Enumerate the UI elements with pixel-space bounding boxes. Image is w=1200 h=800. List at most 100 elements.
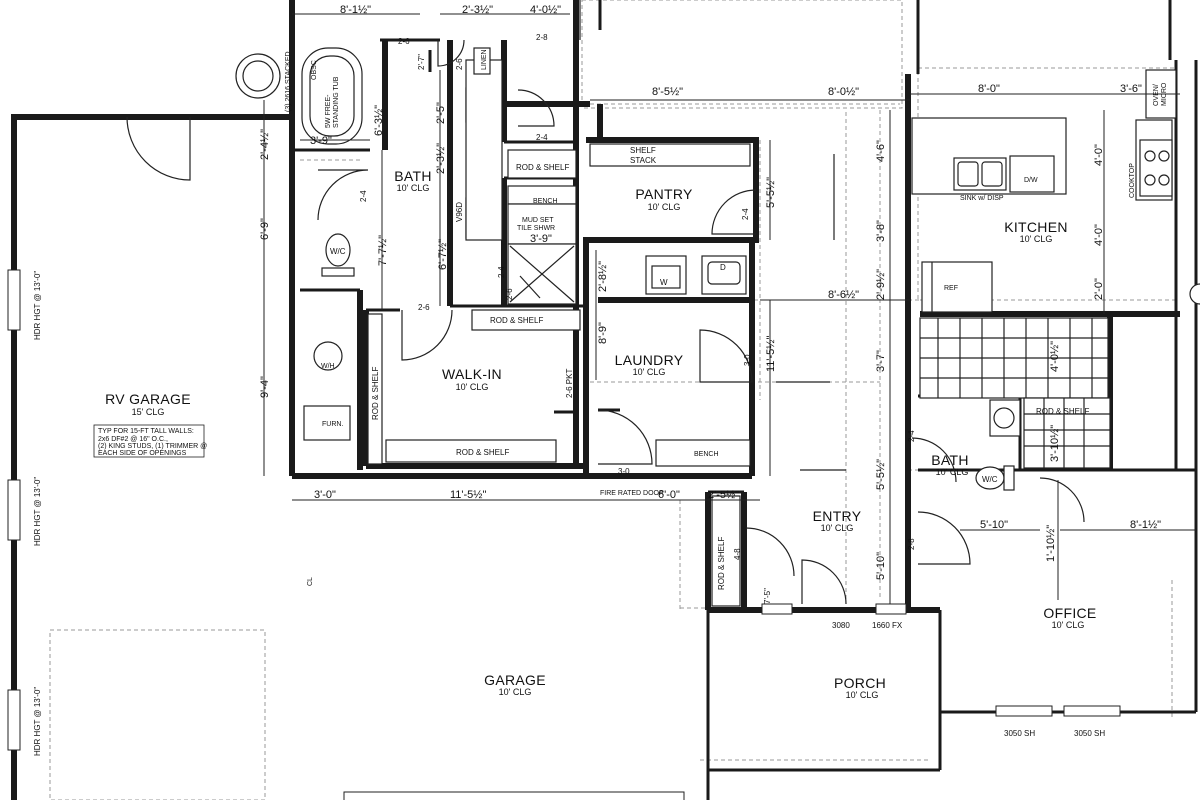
oven-label-1: OVEN/	[1153, 84, 1160, 106]
room-clg-rv-garage: 15' CLG	[132, 407, 165, 417]
dimension-label: 3'-0"	[314, 489, 336, 501]
rv-walls-note-3: (2) KING STUDS, (1) TRIMMER @	[98, 443, 207, 450]
dimension-label: 3'-10½"	[1049, 425, 1061, 462]
furn-label: FURN.	[322, 421, 343, 428]
rv-walls-note-2: 2x6 DF#2 @ 16" O.C.,	[98, 436, 168, 443]
dimension-label: 2'-7"	[417, 54, 426, 70]
dimension-label: 2'-5½"	[708, 489, 739, 501]
lav-sink-icon	[993, 407, 1015, 429]
dimension-label: 2-8	[907, 538, 916, 550]
water-heater-icon	[313, 341, 343, 371]
hdr-hgt-label: HDR HGT @ 13'-0"	[33, 271, 42, 340]
dimension-label: 1'-10½"	[1045, 525, 1057, 562]
dimension-label: 2-6	[455, 58, 464, 70]
tub-note-1: 5W FREE-	[325, 94, 332, 128]
v96d-label: V96D	[455, 202, 464, 222]
dimension-label: 3'-7"	[875, 350, 887, 372]
dimension-label: 4'-0½"	[1049, 341, 1061, 372]
notes: TYP FOR 15-FT TALL WALLS: 2x6 DF#2 @ 16"…	[33, 49, 1168, 756]
cooktop-icon	[1139, 139, 1173, 197]
mud-set-width: 3'-9"	[530, 233, 552, 245]
dimension-label: 2-4	[497, 266, 506, 278]
dimension-label: 4'-0½"	[530, 4, 561, 16]
dimension-label: 2-6	[505, 288, 514, 300]
dimension-label: 2-4	[907, 430, 916, 442]
room-clg-kitchen: 10' CLG	[1020, 234, 1053, 244]
room-name-rv-garage: RV GARAGE	[105, 391, 191, 407]
dimension-label: 6'-0"	[658, 489, 680, 501]
dishwasher-icon	[1009, 155, 1055, 193]
obsc-note: OBSC	[311, 60, 318, 80]
room-clg-walk-in: 10' CLG	[456, 382, 489, 392]
dimension-label: 9'-4"	[259, 376, 271, 398]
dimension-label: 2'-5"	[435, 102, 447, 124]
window-3050-label: 3050 SH	[1074, 729, 1105, 738]
dimension-label: 4'-0"	[1093, 144, 1105, 166]
bench-label: BENCH	[694, 451, 719, 458]
rod-shelf-label: ROD & SHELF	[717, 537, 726, 590]
rod-shelf-label: ROD & SHELF	[456, 448, 509, 457]
stairs	[919, 317, 1111, 469]
window-1660-label: 1660 FX	[872, 621, 903, 630]
dimension-label: 8'-1½"	[340, 4, 371, 16]
bench-label: BENCH	[533, 198, 558, 205]
dimension-label: 2-4	[741, 208, 750, 220]
dimension-label: 5'-10"	[875, 552, 887, 580]
dimension-label: 7'-7½"	[377, 235, 389, 266]
washer-label: W	[660, 278, 668, 287]
linen-note: LINEN	[481, 49, 488, 70]
dimension-label: 11'-5½"	[450, 489, 486, 501]
cooktop-label: COOKTOP	[1129, 163, 1136, 198]
dimension-label: 2-8	[536, 33, 548, 42]
rv-walls-note-4: EACH SIDE OF OPENINGS	[98, 450, 187, 457]
room-name-porch: PORCH	[834, 675, 886, 691]
refrigerator-icon	[921, 261, 993, 313]
fixtures	[7, 47, 1177, 800]
dimension-label: 8'-9"	[597, 322, 609, 344]
dimension-label: 2-6	[418, 303, 430, 312]
dimension-label: 5'-5½"	[765, 177, 777, 208]
ref-label: REF	[944, 285, 958, 292]
dimension-label: 11'-5½"	[765, 336, 777, 372]
dimension-label: 6'-9"	[259, 218, 271, 240]
shelf-stack-label-2: STACK	[630, 156, 657, 165]
dimension-label: 2'-3½"	[462, 4, 493, 16]
room-name-bath-left: BATH	[394, 168, 432, 184]
shelf-stack-label-1: SHELF	[630, 146, 656, 155]
dimension-labels: 8'-1½" 2'-3½" 4'-0½" 2-8 8'-5½" 8'-0½" 8…	[259, 4, 1161, 604]
dimension-label: 5'-10"	[980, 519, 1008, 531]
dimension-label: 3'-6"	[1120, 83, 1142, 95]
toilet-icon	[325, 233, 351, 267]
room-clg-porch: 10' CLG	[846, 690, 879, 700]
dimension-label: 8'-1½"	[1130, 519, 1161, 531]
dimension-label: 4-8	[733, 548, 742, 560]
dimension-label: 3-0	[743, 354, 752, 366]
room-name-garage: GARAGE	[484, 672, 546, 688]
dimension-label: 8'-6½"	[828, 289, 859, 301]
mud-set-label-1: MUD SET	[522, 217, 554, 224]
room-name-office: OFFICE	[1043, 605, 1096, 621]
dimension-label: 2'-9½"	[875, 269, 887, 300]
dimension-label: 2-4	[359, 190, 368, 202]
wh-label: W/H	[321, 363, 335, 370]
oven-label-2: MICRO	[1161, 82, 1168, 106]
dimension-label: 2'-8½"	[597, 261, 609, 292]
dimension-label: 7'-5"	[763, 588, 772, 604]
mud-set-label-2: TILE SHWR	[517, 225, 555, 232]
rod-shelf-label: ROD & SHELF	[371, 367, 380, 420]
dryer-label: D	[720, 263, 726, 272]
pocket-door-label: 2-6 PKT	[565, 369, 574, 398]
dimension-label: 6'-7½"	[437, 239, 449, 270]
rod-shelf-label: ROD & SHELF	[490, 316, 543, 325]
room-name-walk-in: WALK-IN	[442, 366, 502, 382]
stacked-window-note: (3) 2616 STACKED	[285, 51, 292, 112]
dimension-label: 2-4	[536, 133, 548, 142]
rv-walls-note-1: TYP FOR 15-FT TALL WALLS:	[98, 428, 194, 435]
dishwasher-label: D/W	[1024, 177, 1038, 184]
dimension-label: 6'-3½"	[373, 105, 385, 136]
window-3050-label: 3050 SH	[1004, 729, 1035, 738]
dimension-label: 2'-0"	[1093, 278, 1105, 300]
dimension-lines	[263, 13, 1196, 604]
room-name-pantry: PANTRY	[635, 186, 693, 202]
